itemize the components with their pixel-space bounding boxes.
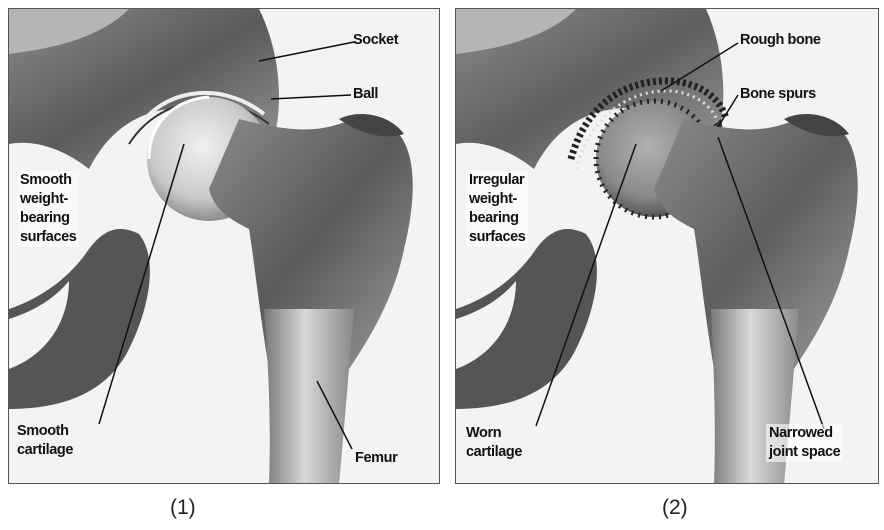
- leader-line-ball: [271, 95, 351, 99]
- caption-panel-1: (1): [170, 496, 196, 520]
- label-line: Irregular: [469, 171, 525, 190]
- panel-healthy-hip: Socket Ball Smooth weight- bearing surfa…: [8, 8, 440, 484]
- label-femur: Femur: [355, 449, 397, 468]
- label-line: cartilage: [466, 443, 522, 462]
- label-line: cartilage: [17, 441, 73, 460]
- label-smooth-cartilage: Smooth cartilage: [17, 422, 73, 460]
- label-smooth-weight-bearing-surfaces: Smooth weight- bearing surfaces: [17, 171, 79, 247]
- label-ball: Ball: [353, 85, 378, 104]
- label-line: weight-: [20, 190, 76, 209]
- label-socket: Socket: [353, 31, 398, 50]
- label-irregular-weight-bearing-surfaces: Irregular weight- bearing surfaces: [466, 171, 528, 247]
- label-line: bearing: [469, 209, 525, 228]
- label-line: surfaces: [20, 228, 76, 247]
- label-line: surfaces: [469, 228, 525, 247]
- label-line: weight-: [469, 190, 525, 209]
- label-line: Smooth: [20, 171, 76, 190]
- label-line: Worn: [466, 424, 522, 443]
- caption-panel-2: (2): [662, 496, 688, 520]
- label-line: Smooth: [17, 422, 73, 441]
- panel-arthritic-hip: Rough bone Bone spurs Irregular weight- …: [455, 8, 879, 484]
- label-rough-bone: Rough bone: [740, 31, 821, 50]
- label-narrowed-joint-space: Narrowed joint space: [766, 424, 843, 462]
- label-line: Narrowed: [769, 424, 840, 443]
- label-line: bearing: [20, 209, 76, 228]
- label-line: joint space: [769, 443, 840, 462]
- label-worn-cartilage: Worn cartilage: [466, 424, 522, 462]
- label-bone-spurs: Bone spurs: [740, 85, 816, 104]
